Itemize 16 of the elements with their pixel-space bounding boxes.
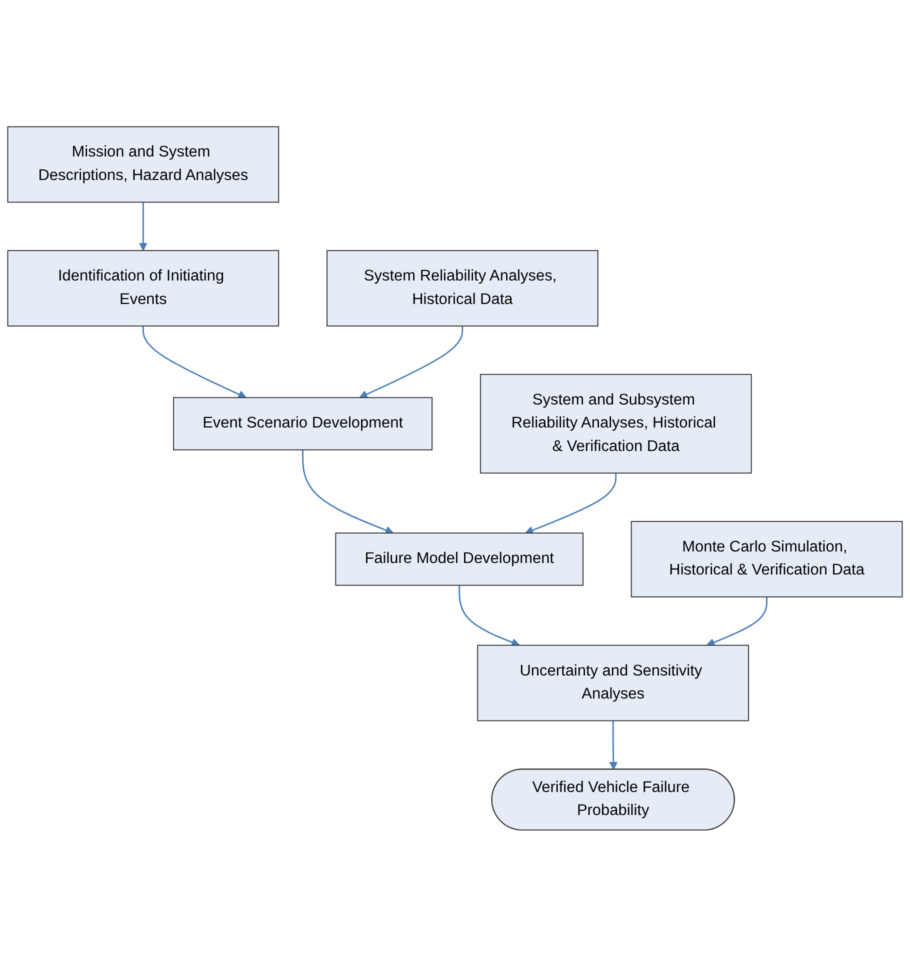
arrow (525, 472, 617, 534)
arrow (458, 584, 520, 646)
node-box: Mission and System Descriptions, Hazard Analyses (7, 126, 280, 202)
node-box: Uncertainty and Sensitivity Analyses (477, 644, 749, 721)
node-box: Monte Carlo Simulation, Historical & Verification Data (630, 520, 903, 597)
arrow (609, 720, 618, 770)
arrow (706, 596, 768, 646)
node-box: System Reliability Analyses, Historical Data (326, 250, 598, 326)
node-box: Event Scenario Development (173, 396, 433, 450)
arrow (142, 326, 246, 398)
arrow (302, 449, 394, 534)
node-box: Identification of Initiating Events (7, 250, 280, 326)
node-box: System and Subsystem Reliability Analyses, Historical & Verification Data (480, 374, 752, 474)
arrow (138, 202, 148, 251)
node-box: Failure Model Development (335, 532, 584, 586)
arrow (359, 326, 464, 398)
